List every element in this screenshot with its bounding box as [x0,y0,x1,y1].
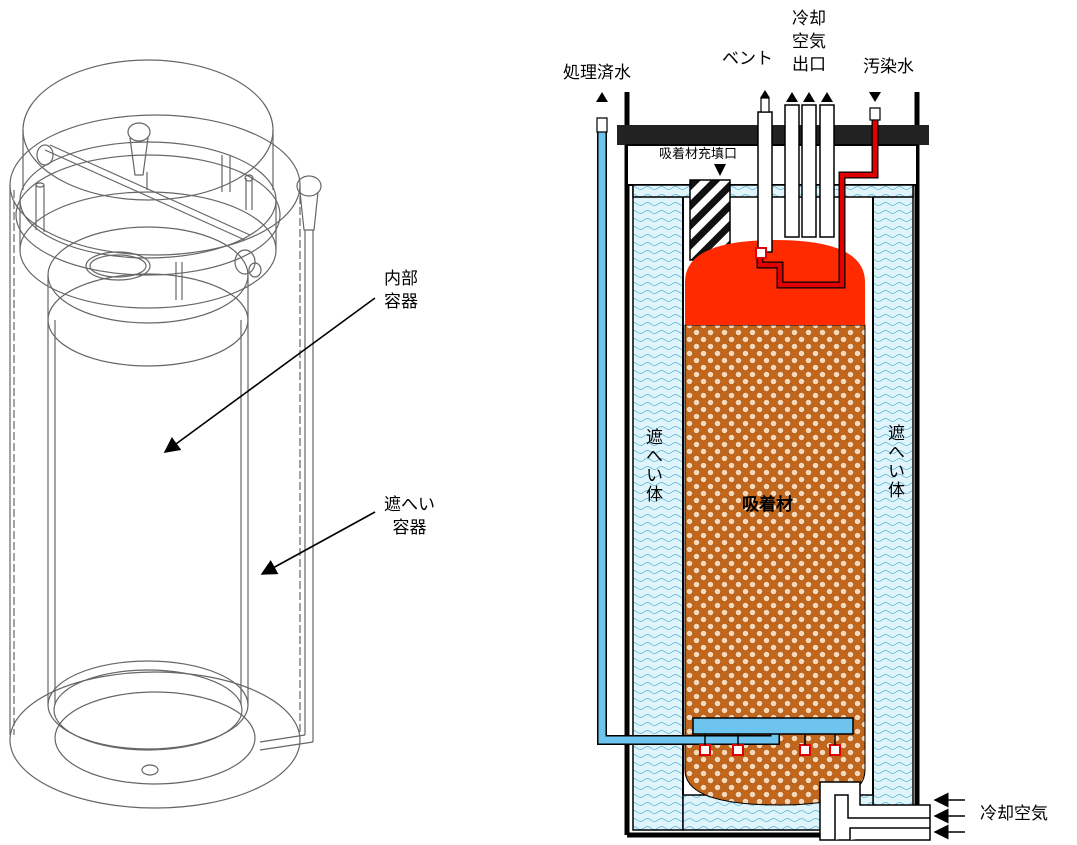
outlet-pipes [757,104,835,253]
shield-body-right-label: 遮へい体 [883,424,904,500]
contaminated-water-label: 汚染水 [863,57,914,77]
vent-label: ベント [722,49,773,69]
shield-body-left-area [632,184,684,831]
cooling-air-label: 冷却空気 [980,804,1048,824]
top-lid [617,125,929,145]
treated-water-label: 処理済水 [563,63,631,83]
shield-container-arrow [260,511,376,575]
inner-container-label: 内部 容器 [384,269,418,312]
hot-zone [685,240,865,325]
cooling-air-outlet-label: 冷却 空気 出口 [792,9,826,75]
vessel-wireframe [9,59,322,809]
cooling-air-inlet [819,781,931,841]
inner-container-arrow [163,297,376,453]
shield-container-label: 遮へい 容器 [384,495,435,538]
adsorbent-label: 吸着材 [742,495,793,515]
adsorbent-fill-port-label: 吸着材充填口 [659,147,738,162]
bottom-header [692,717,854,735]
shield-body-left-label: 遮へい体 [641,428,662,504]
shield-body-right-area [872,184,914,831]
adsorbent-vessel [684,324,866,806]
